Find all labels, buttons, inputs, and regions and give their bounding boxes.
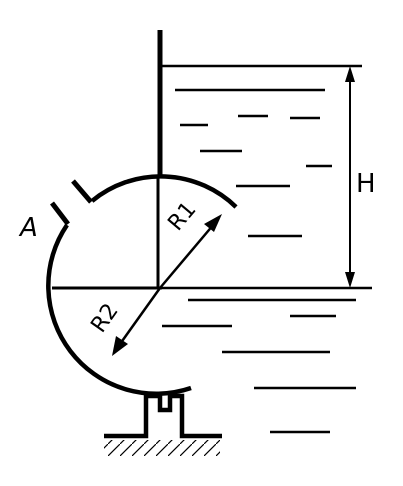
- lower-water-hatching: [162, 298, 356, 434]
- radius-r2-arrowhead: [112, 336, 128, 356]
- cylindrical-gate-lower-arc: [46, 223, 192, 396]
- hinge-tab-right: [71, 179, 93, 204]
- hinge-tab-left: [50, 201, 70, 226]
- radius-r2-line: [118, 287, 162, 345]
- upper-water-hatching: [175, 88, 332, 238]
- ground-hatching: [104, 440, 220, 456]
- height-label: H: [356, 169, 376, 199]
- height-dimension: [345, 66, 355, 288]
- radius-r2-label: R2: [86, 299, 123, 337]
- radius-r1-arrowhead: [204, 214, 222, 232]
- point-a-label: A: [18, 213, 38, 243]
- cylindrical-gate-arc: [90, 174, 238, 209]
- support-pillar: [104, 393, 222, 439]
- radius-r1-label: R1: [163, 197, 201, 236]
- radius-r1-line: [159, 223, 215, 289]
